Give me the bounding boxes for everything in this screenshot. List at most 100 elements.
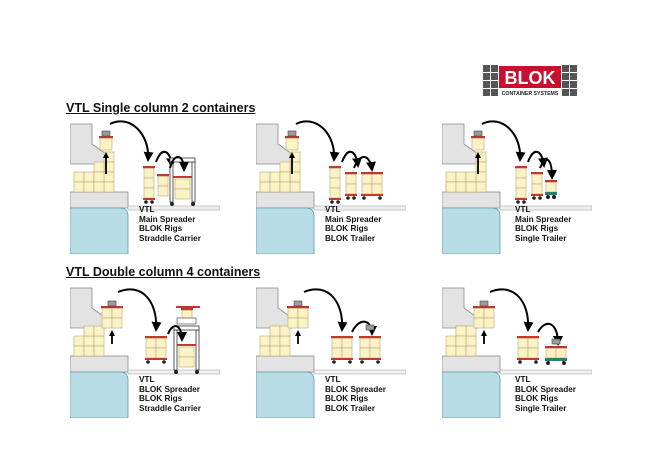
straddle-leg <box>191 161 196 203</box>
container-box <box>329 167 341 179</box>
spreader-bar <box>143 166 155 169</box>
ship-deck <box>70 191 129 209</box>
container-box <box>111 317 123 329</box>
container-box <box>359 337 371 349</box>
blok-logo: BLOK CONTAINER SYSTEMS <box>482 64 578 100</box>
container-box <box>345 173 357 185</box>
quay-edge <box>313 205 406 211</box>
container-box <box>93 325 105 337</box>
spreader-bar <box>181 308 193 311</box>
container-box <box>73 181 85 193</box>
section-title-double-column: VTL Double column 4 containers <box>66 265 261 279</box>
trailer-base <box>359 358 381 360</box>
container-box <box>341 337 353 349</box>
container-box <box>345 183 357 195</box>
container-box <box>473 307 485 319</box>
container-box <box>517 347 529 359</box>
container-box <box>73 171 85 183</box>
container-box <box>369 337 381 349</box>
section-title-single-column: VTL Single column 2 containers <box>66 101 256 115</box>
container-box <box>269 345 281 357</box>
water <box>70 207 129 254</box>
trailer-chassis <box>545 358 567 361</box>
spreader-bar <box>329 166 341 169</box>
hook-block <box>365 324 375 331</box>
quay-edge <box>127 205 220 211</box>
container-box <box>145 347 157 359</box>
transfer-arrow <box>539 158 557 180</box>
container-box <box>279 325 291 337</box>
container-box <box>515 177 527 189</box>
container-box <box>259 171 271 183</box>
water <box>256 207 315 254</box>
container-box <box>545 181 557 193</box>
wheel <box>546 361 550 365</box>
container-box <box>361 183 373 195</box>
lift-arrow-head <box>475 152 481 158</box>
container-box <box>83 171 95 183</box>
container-box <box>445 181 457 193</box>
transfer-arrow <box>169 156 189 172</box>
container-box <box>93 345 105 357</box>
hook-block <box>479 300 489 307</box>
container-box <box>297 307 309 319</box>
container-box <box>269 171 281 183</box>
ship-superstructure <box>70 287 107 329</box>
container-box <box>157 185 169 197</box>
lift-arrow-head <box>481 330 487 336</box>
trailer-base <box>145 358 167 360</box>
container-box <box>174 188 191 200</box>
container-box <box>465 345 477 357</box>
wheel <box>162 360 166 364</box>
container-box <box>527 347 539 359</box>
container-box <box>259 335 271 347</box>
container-box <box>259 181 271 193</box>
spreader-bar <box>176 306 200 308</box>
lift-arrow-head <box>289 152 295 158</box>
lift-arrow-head <box>109 330 115 336</box>
container-box <box>297 317 309 329</box>
container-box <box>269 181 281 193</box>
container-box <box>285 137 299 151</box>
container-box <box>527 337 539 349</box>
container-box <box>289 181 301 193</box>
container-box <box>269 325 281 337</box>
container-box <box>174 178 191 190</box>
diagram-panel-double-straddle <box>70 287 220 418</box>
container-box <box>83 335 95 347</box>
container-box <box>145 337 157 349</box>
container-box <box>445 345 457 357</box>
transfer-arrow <box>109 120 154 162</box>
container-box <box>455 171 467 183</box>
container-box <box>515 167 527 179</box>
wheel <box>332 360 336 364</box>
container-box <box>103 181 115 193</box>
container-box <box>473 317 485 329</box>
spreader-bar <box>99 136 113 139</box>
container-box <box>359 347 371 359</box>
container-box <box>73 335 85 347</box>
container-box <box>475 181 487 193</box>
spreader-bar <box>359 336 381 339</box>
diagram-panel-single-single-trailer <box>442 120 592 254</box>
container-box <box>259 345 271 357</box>
spreader-bar <box>531 172 543 175</box>
trailer-base <box>361 194 383 196</box>
wheel <box>546 195 550 199</box>
container-box <box>143 187 155 199</box>
trailer-base <box>531 194 543 196</box>
diagram-panel-single-blok-trailer <box>256 120 406 254</box>
transfer-arrow <box>167 325 187 342</box>
hook-block <box>551 338 561 345</box>
spreader-bar <box>173 176 192 178</box>
trailer-base <box>329 198 341 200</box>
wheel <box>352 196 356 200</box>
straddle-cab <box>176 317 197 325</box>
wheel <box>378 196 382 200</box>
container-box <box>143 167 155 179</box>
container-box <box>471 137 485 151</box>
